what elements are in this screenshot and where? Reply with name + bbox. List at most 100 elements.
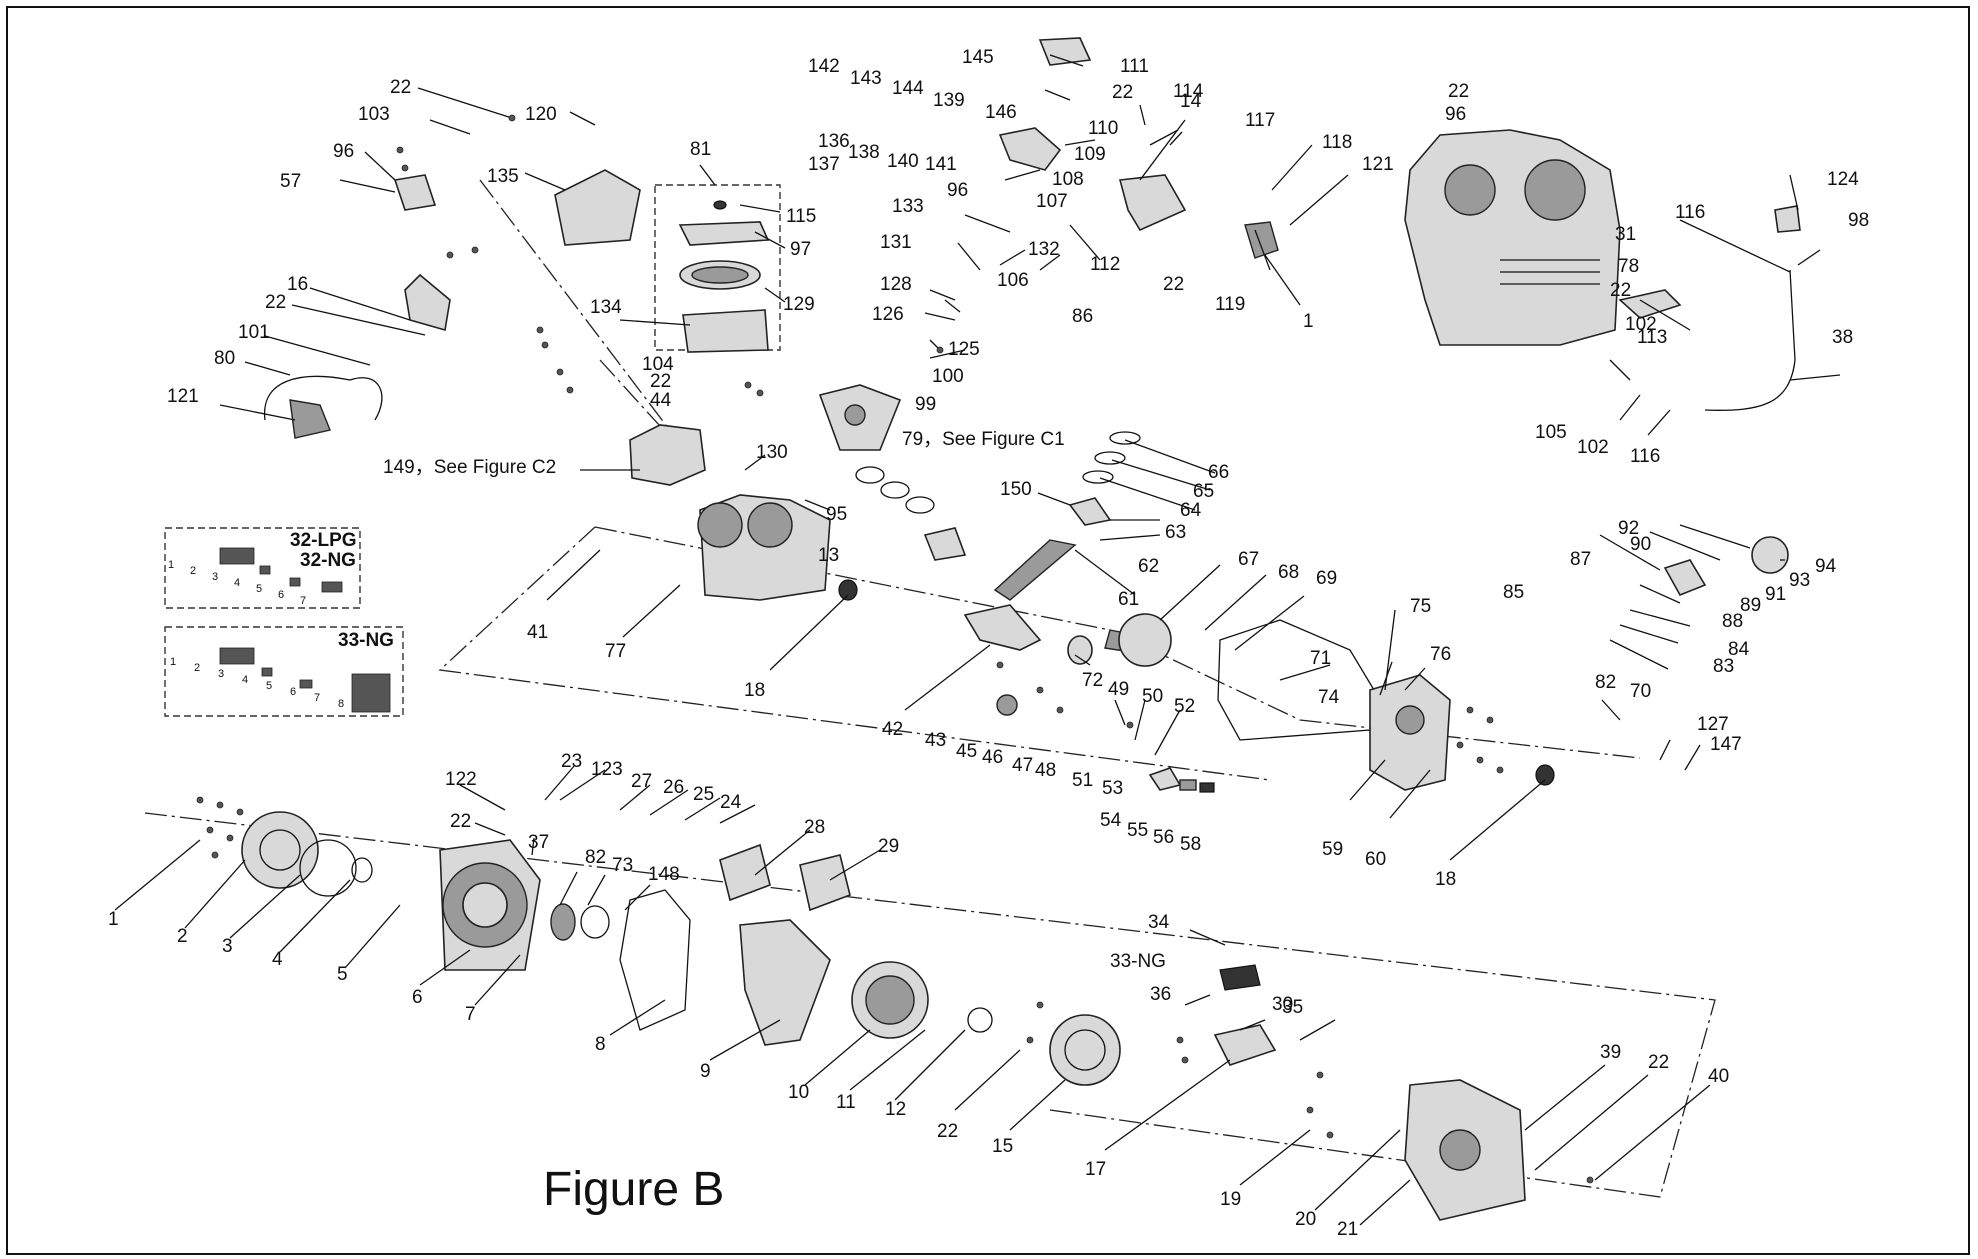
inset32-nums-num: 7 bbox=[300, 595, 306, 607]
callout-119: 119 bbox=[1215, 294, 1245, 315]
callout-15: 15 bbox=[992, 1136, 1013, 1157]
callout-21: 21 bbox=[1337, 1219, 1358, 1240]
parts-drawings bbox=[241, 37, 1801, 1221]
callout-79: 79，See Figure C1 bbox=[902, 429, 1065, 450]
callout-29: 29 bbox=[878, 836, 899, 857]
callout-3: 3 bbox=[222, 936, 233, 957]
callout-22e: 22 bbox=[1163, 274, 1184, 295]
callout-122: 122 bbox=[445, 769, 477, 790]
callout-22d: 22 bbox=[1112, 82, 1133, 103]
callout-85: 85 bbox=[1503, 582, 1524, 603]
callout-34: 34 bbox=[1148, 912, 1170, 933]
callout-67: 67 bbox=[1238, 549, 1259, 570]
callout-59: 59 bbox=[1322, 839, 1343, 860]
callout-96b: 96 bbox=[947, 180, 968, 201]
callout-107: 107 bbox=[1036, 191, 1068, 212]
callout-129: 129 bbox=[783, 294, 815, 315]
callout-58: 58 bbox=[1180, 834, 1201, 855]
callout-31: 31 bbox=[1615, 224, 1636, 245]
callout-89: 89 bbox=[1740, 595, 1761, 616]
callout-148: 148 bbox=[648, 864, 680, 885]
callout-83: 83 bbox=[1713, 656, 1734, 677]
callout-115: 115 bbox=[786, 206, 816, 227]
callout-18b: 18 bbox=[1435, 869, 1456, 890]
callout-99: 99 bbox=[915, 394, 936, 415]
callout-24: 24 bbox=[720, 792, 742, 813]
callout-125: 125 bbox=[948, 339, 980, 360]
callout-53: 53 bbox=[1102, 778, 1123, 799]
callout-30: 30 bbox=[1272, 994, 1293, 1015]
callout-56: 56 bbox=[1153, 827, 1174, 848]
callout-22a: 22 bbox=[390, 77, 411, 98]
callout-47: 47 bbox=[1012, 755, 1033, 776]
callout-45: 45 bbox=[956, 741, 977, 762]
callout-96c: 96 bbox=[1445, 104, 1466, 125]
callout-35: 35 bbox=[1282, 997, 1303, 1018]
callout-41: 41 bbox=[527, 622, 548, 643]
callout-22j: 22 bbox=[1648, 1052, 1669, 1073]
callout-128: 128 bbox=[880, 274, 912, 295]
callout-22g: 22 bbox=[1610, 280, 1631, 301]
callout-49: 49 bbox=[1108, 679, 1129, 700]
callout-4: 4 bbox=[272, 949, 283, 970]
callout-1b: 1 bbox=[108, 909, 119, 930]
inset-32-title-2: 32-NG bbox=[300, 550, 356, 571]
callout-149: 149，See Figure C2 bbox=[383, 457, 556, 478]
callout-28: 28 bbox=[804, 817, 825, 838]
callout-100: 100 bbox=[932, 366, 964, 387]
callout-14: 14 bbox=[1180, 91, 1202, 112]
callout-90: 90 bbox=[1630, 534, 1651, 555]
callout-57: 57 bbox=[280, 171, 301, 192]
inset33-nums-num: 3 bbox=[218, 668, 224, 680]
callout-1a: 1 bbox=[1303, 311, 1314, 332]
callout-102a: 102 bbox=[1625, 314, 1657, 335]
callout-62: 62 bbox=[1138, 556, 1159, 577]
callout-120: 120 bbox=[525, 104, 557, 125]
callout-110: 110 bbox=[1088, 118, 1118, 139]
inset32-nums-num: 3 bbox=[212, 571, 218, 583]
callout-8: 8 bbox=[595, 1034, 606, 1055]
callout-140: 140 bbox=[887, 151, 919, 172]
callout-16: 16 bbox=[287, 274, 308, 295]
callout-116b: 116 bbox=[1630, 446, 1660, 467]
assembly-axes bbox=[144, 179, 1716, 1198]
callout-84: 84 bbox=[1728, 639, 1750, 660]
callout-74: 74 bbox=[1318, 687, 1340, 708]
callout-42: 42 bbox=[882, 719, 903, 740]
callout-116a: 116 bbox=[1675, 202, 1705, 223]
inset-32-title-1: 32-LPG bbox=[290, 530, 357, 551]
callout-123: 123 bbox=[591, 759, 623, 780]
callout-19: 19 bbox=[1220, 1189, 1241, 1210]
callout-104: 104 bbox=[642, 354, 674, 375]
callout-25: 25 bbox=[693, 784, 714, 805]
callout-108: 108 bbox=[1052, 169, 1084, 190]
callout-81: 81 bbox=[690, 139, 711, 160]
callout-95: 95 bbox=[826, 504, 847, 525]
callout-2: 2 bbox=[177, 926, 188, 947]
callout-27: 27 bbox=[631, 771, 652, 792]
inset32-nums-num: 6 bbox=[278, 589, 284, 601]
inset33-nums-num: 4 bbox=[242, 674, 248, 686]
callout-91: 91 bbox=[1765, 584, 1786, 605]
figure-title: Figure B bbox=[543, 1163, 724, 1216]
callout-68: 68 bbox=[1278, 562, 1299, 583]
callout-136: 136 bbox=[818, 131, 850, 152]
callout-150: 150 bbox=[1000, 479, 1032, 500]
callout-130: 130 bbox=[756, 442, 788, 463]
callout-66: 66 bbox=[1208, 462, 1229, 483]
callout-36: 36 bbox=[1150, 984, 1171, 1005]
callout-48: 48 bbox=[1035, 760, 1056, 781]
callout-138: 138 bbox=[848, 142, 880, 163]
callout-142: 142 bbox=[808, 56, 840, 77]
inset32-nums-num: 5 bbox=[256, 583, 262, 595]
callout-132: 132 bbox=[1028, 239, 1060, 260]
callout-22i: 22 bbox=[937, 1121, 958, 1142]
callout-61: 61 bbox=[1118, 589, 1139, 610]
callout-51: 51 bbox=[1072, 770, 1093, 791]
callout-46: 46 bbox=[982, 747, 1003, 768]
leader-lines bbox=[114, 54, 1841, 1226]
callout-70: 70 bbox=[1630, 681, 1651, 702]
callout-50: 50 bbox=[1142, 686, 1163, 707]
